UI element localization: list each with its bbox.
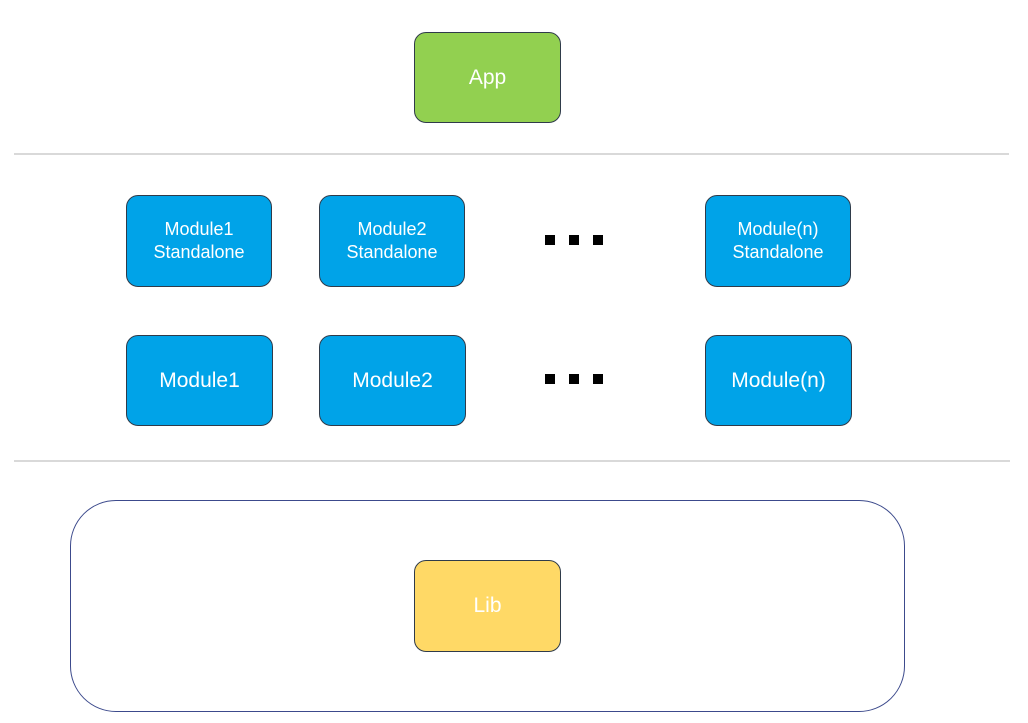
- app-label: App: [468, 65, 507, 89]
- ellipsis-dot: [545, 235, 555, 245]
- modulen-standalone-node: Module(n) Standalone: [705, 195, 851, 287]
- module2-standalone-suffix: Standalone: [346, 242, 438, 262]
- module2-standalone-name: Module2: [357, 218, 427, 239]
- module-ellipsis: [545, 374, 603, 384]
- module1-standalone-node: Module1 Standalone: [126, 195, 272, 287]
- module1-standalone-name: Module1: [164, 218, 234, 239]
- lib-node: Lib: [414, 560, 561, 652]
- modulen-node: Module(n): [705, 335, 852, 426]
- standalone-ellipsis: [545, 235, 603, 245]
- modulen-standalone-name: Module(n): [737, 218, 819, 239]
- module2-standalone-node: Module2 Standalone: [319, 195, 465, 287]
- app-node: App: [414, 32, 561, 123]
- lib-layer-container: [70, 500, 905, 712]
- bottom-divider: [14, 460, 1010, 462]
- ellipsis-dot: [593, 235, 603, 245]
- modulen-standalone-suffix: Standalone: [732, 242, 824, 262]
- modulen-label: Module(n): [731, 368, 826, 392]
- lib-label: Lib: [473, 594, 502, 618]
- module1-node: Module1: [126, 335, 273, 426]
- ellipsis-dot: [569, 235, 579, 245]
- module1-label: Module1: [159, 368, 240, 392]
- ellipsis-dot: [569, 374, 579, 384]
- top-divider: [14, 153, 1009, 155]
- module2-node: Module2: [319, 335, 466, 426]
- module1-standalone-suffix: Standalone: [153, 242, 245, 262]
- module2-label: Module2: [352, 368, 433, 392]
- ellipsis-dot: [545, 374, 555, 384]
- ellipsis-dot: [593, 374, 603, 384]
